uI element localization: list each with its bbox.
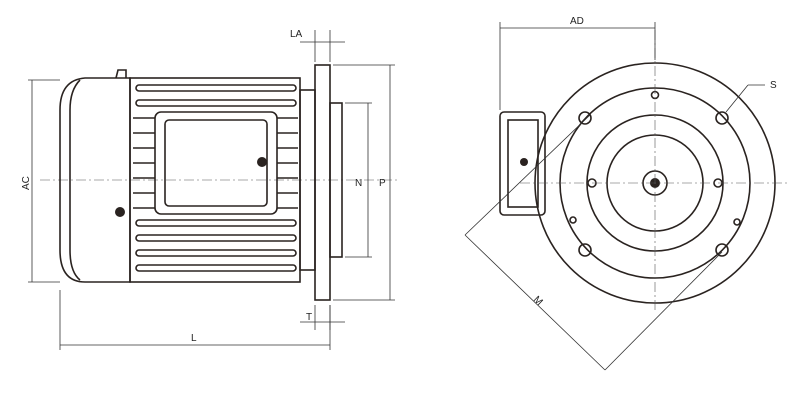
hole <box>578 243 592 257</box>
terminal-box <box>499 111 546 216</box>
hole <box>569 216 577 224</box>
fan-cover-tab <box>115 69 127 79</box>
label-m: M <box>531 294 545 308</box>
fin <box>135 84 297 92</box>
mounting-holes <box>569 90 741 257</box>
terminal-box-inner <box>507 119 539 208</box>
label-s: S <box>770 80 777 91</box>
label-n: N <box>355 178 362 189</box>
flange <box>314 64 331 301</box>
terminal-box <box>154 111 278 215</box>
spigot <box>329 102 343 258</box>
fan-cover-edge <box>69 79 81 281</box>
cooling-fins <box>133 84 298 272</box>
hole <box>733 218 741 226</box>
label-l: L <box>191 333 197 344</box>
fin <box>135 249 297 257</box>
dimension-lines <box>464 22 765 371</box>
fan-cover <box>59 77 131 283</box>
label-t: T <box>306 312 312 323</box>
fin <box>135 99 297 107</box>
motor-side-view: LA AC N P L T <box>21 29 400 350</box>
label-p: P <box>379 178 386 189</box>
hole <box>578 111 592 125</box>
dimension-lines <box>28 30 395 350</box>
fin <box>135 264 297 272</box>
hole <box>715 111 729 125</box>
fin <box>135 234 297 242</box>
motor-end-view: AD S M <box>464 16 790 371</box>
label-ad: AD <box>570 16 584 27</box>
gland-icon <box>520 158 528 166</box>
fin <box>135 219 297 227</box>
label-ac: AC <box>21 176 32 190</box>
terminal-box-inner <box>164 119 268 207</box>
label-la: LA <box>290 29 303 40</box>
hole <box>715 243 729 257</box>
gland-icon <box>257 157 267 167</box>
screw-icon <box>115 207 125 217</box>
